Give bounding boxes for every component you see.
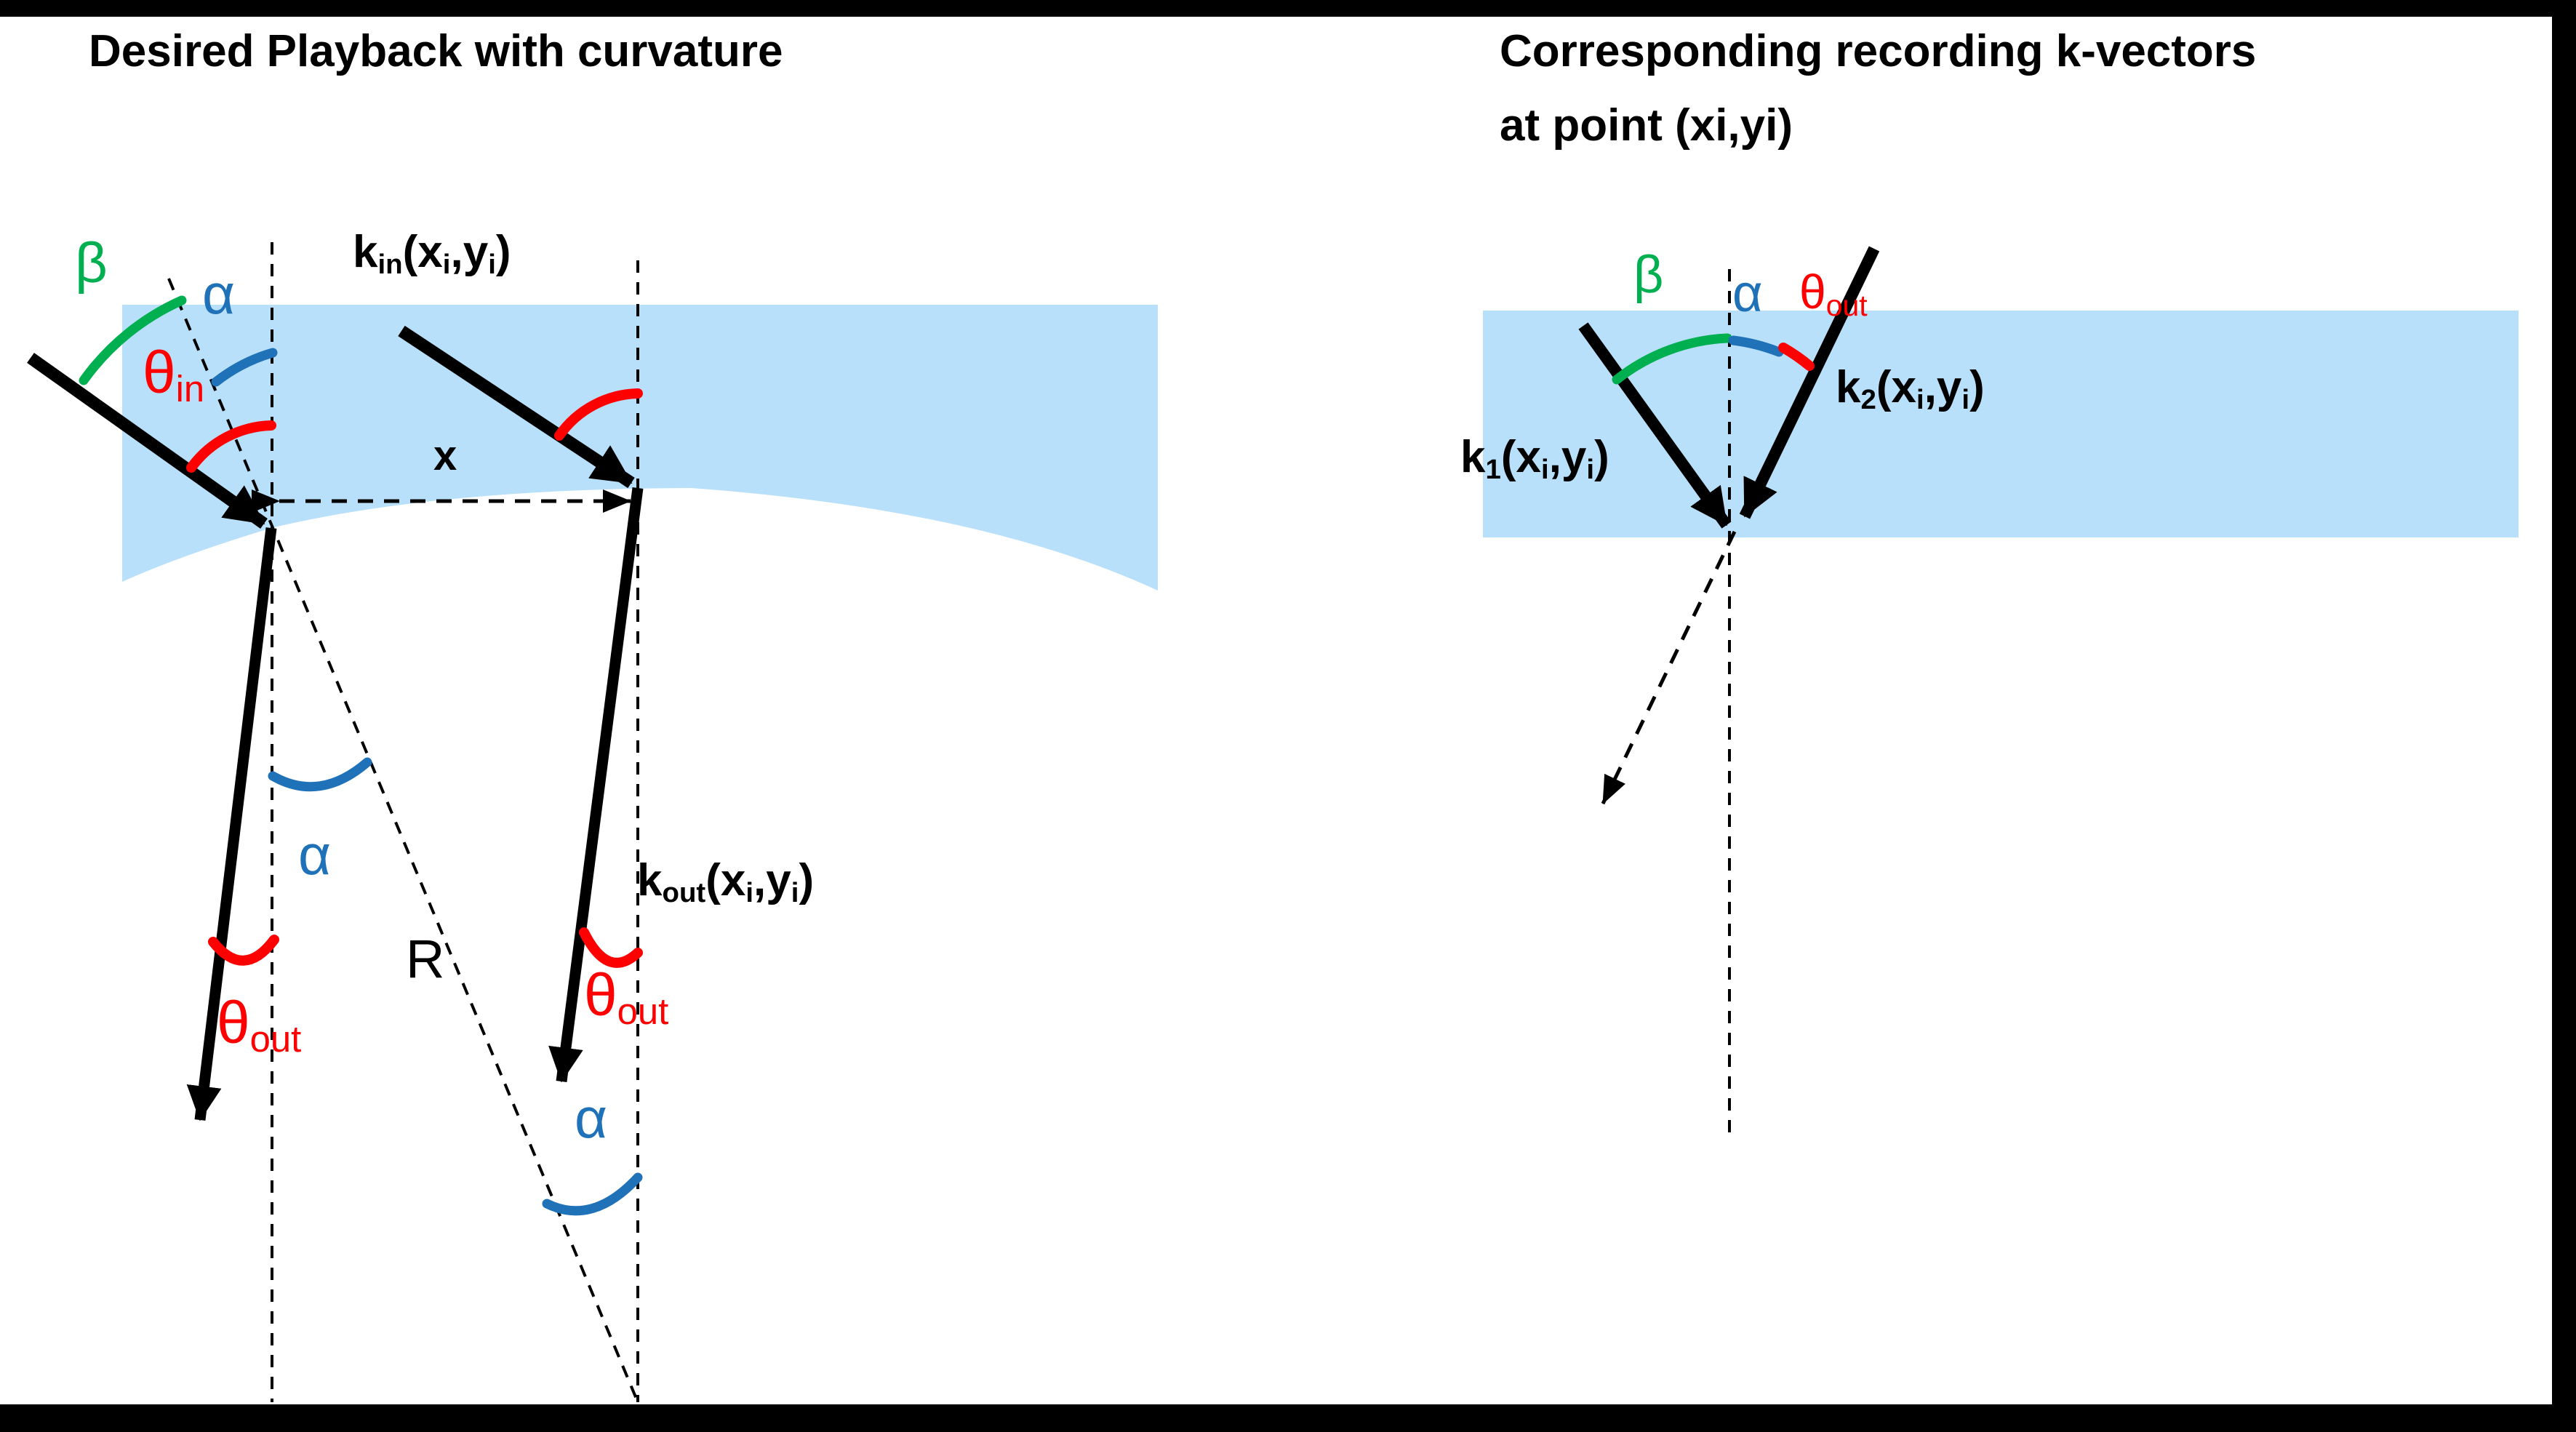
theta-out-arc-1 <box>208 935 279 966</box>
label-beta-left: β <box>75 231 108 295</box>
top-letterbox-bar <box>0 0 2576 17</box>
k-in-arrow <box>398 325 635 489</box>
k-out-arrow <box>548 487 644 1083</box>
alpha-arc-left-bottom <box>542 1172 643 1216</box>
title-left: Desired Playback with curvature <box>89 26 783 76</box>
title-right-line1: Corresponding recording k-vectors <box>1500 26 2257 76</box>
label-theta-out-right: θout <box>1799 265 1868 322</box>
label-theta-out-1: θout <box>217 990 302 1060</box>
incident-ray-arrow <box>27 353 268 529</box>
label-k-in: kin(xi,yi) <box>353 227 511 281</box>
radius-R-line <box>167 278 639 1403</box>
label-x-dim: x <box>433 432 457 479</box>
title-right-line2: at point (xi,yi) <box>1500 100 1793 151</box>
label-radius-R: R <box>406 929 445 989</box>
label-theta-out-2: θout <box>584 962 669 1033</box>
alpha-arc-left-mid <box>268 757 372 792</box>
beta-arc-left <box>79 295 187 385</box>
theta-out-arc-right <box>1778 343 1815 371</box>
transmitted-ray-dashed-arrow <box>1601 530 1737 805</box>
bottom-letterbox-bar <box>0 1404 2576 1432</box>
beta-arc-right <box>1612 333 1732 385</box>
alpha-arc-right <box>1728 335 1784 357</box>
theta-in-arc <box>186 420 276 473</box>
label-alpha-left-top: α <box>202 262 236 326</box>
label-k1: k1(xi,yi) <box>1460 432 1609 486</box>
label-alpha-left-mid: α <box>298 823 332 887</box>
theta-in-arc-p2 <box>554 388 643 441</box>
label-beta-right: β <box>1633 246 1664 304</box>
k1-arrow <box>1578 322 1732 529</box>
right-letterbox-bar <box>2552 0 2576 1432</box>
alpha-arc-left-top <box>211 348 278 387</box>
label-theta-in: θin <box>143 340 205 410</box>
theta-out-arc-2 <box>579 927 643 968</box>
left-curved-medium <box>122 305 1158 591</box>
label-alpha-right: α <box>1732 265 1763 323</box>
label-k-out: kout(xi,yi) <box>637 855 815 909</box>
out-ray-arrow-1 <box>186 527 277 1121</box>
k2-arrow <box>1739 246 1880 519</box>
right-flat-medium <box>1483 311 2519 537</box>
label-k2: k2(xi,yi) <box>1836 362 1985 416</box>
label-alpha-left-bot: α <box>575 1086 608 1150</box>
